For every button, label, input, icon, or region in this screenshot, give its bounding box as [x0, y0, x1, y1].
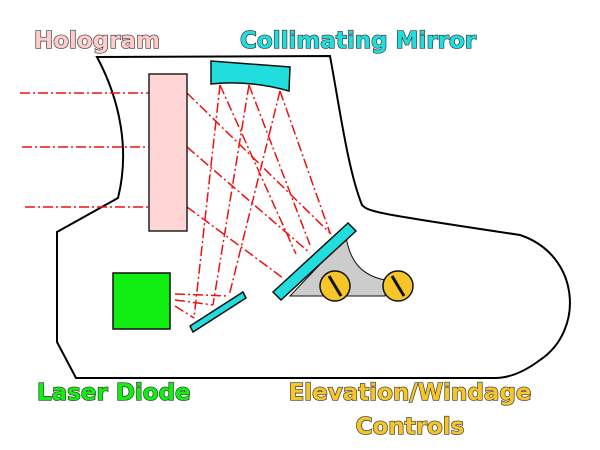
windage-screw	[382, 270, 414, 302]
laser-diode	[112, 272, 171, 330]
hologram-label: Hologram	[34, 28, 160, 54]
fold-mirror	[189, 290, 247, 334]
collimating-mirror-label: Collimating Mirror	[240, 28, 477, 54]
laser-rays	[20, 84, 332, 319]
controls-label-line1: Elevation/Windage	[289, 380, 532, 406]
laser-diode-label: Laser Diode	[37, 380, 191, 406]
main-mirror	[271, 221, 358, 302]
collimating-mirror	[210, 60, 291, 92]
controls-label-line2: Controls	[356, 414, 465, 440]
elevation-screw	[319, 270, 351, 302]
hologram-plate	[148, 73, 188, 232]
